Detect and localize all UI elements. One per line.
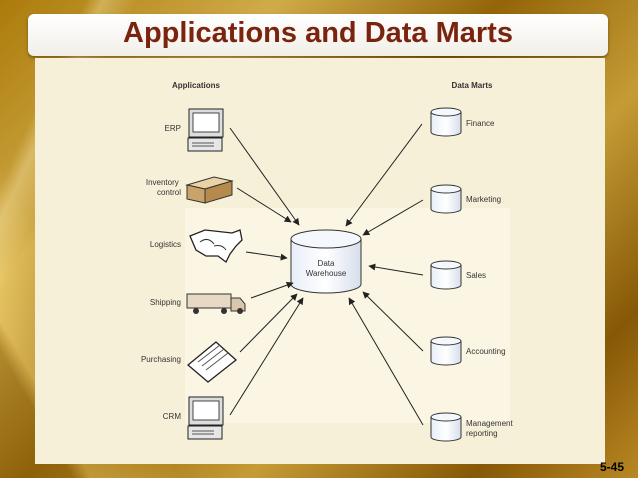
us-map-icon xyxy=(189,229,243,263)
application-label-inventory: Inventory control xyxy=(146,178,181,197)
application-arrows xyxy=(229,127,304,416)
clipboard-icon xyxy=(186,341,238,383)
slide-title: Applications and Data Marts xyxy=(123,17,513,49)
applications-heading: Applications xyxy=(172,81,221,90)
application-label-erp: ERP xyxy=(165,124,181,133)
data-mart-cylinder xyxy=(430,412,462,442)
title-bar: Applications and Data Marts xyxy=(28,14,608,56)
truck-icon xyxy=(186,293,246,314)
arrow-sales xyxy=(368,263,424,276)
arrow-purchasing xyxy=(239,293,298,353)
arrow-finance xyxy=(345,123,423,227)
data-warehouse-cylinder: Data Warehouse xyxy=(290,229,362,294)
application-label-purchasing: Purchasing xyxy=(141,355,181,364)
application-label-logistics: Logistics xyxy=(150,240,181,249)
data-marts-heading: Data Marts xyxy=(452,81,493,90)
data-warehouse-label-line2: Warehouse xyxy=(306,269,347,278)
arrow-marketing xyxy=(362,199,424,236)
data-mart-label-management: Management reporting xyxy=(466,419,515,438)
arrow-shipping xyxy=(250,281,294,299)
arrow-management xyxy=(348,297,424,426)
application-label-shipping: Shipping xyxy=(150,298,181,307)
data-mart-label-sales: Sales xyxy=(466,271,486,280)
data-mart-label-finance: Finance xyxy=(466,119,495,128)
box-icon xyxy=(185,176,234,204)
data-mart-cylinder xyxy=(430,184,462,214)
data-mart-label-accounting: Accounting xyxy=(466,347,506,356)
data-warehouse-label-line1: Data xyxy=(318,259,335,268)
data-mart-label-marketing: Marketing xyxy=(466,195,501,204)
computer-icon xyxy=(187,396,224,440)
data-mart-cylinder xyxy=(430,107,462,137)
arrow-accounting xyxy=(362,291,424,352)
application-label-crm: CRM xyxy=(163,412,182,421)
slide-number: 5-45 xyxy=(599,460,624,474)
arrow-crm xyxy=(229,297,304,416)
computer-icon xyxy=(187,108,224,152)
arrow-inventory xyxy=(236,187,292,223)
arrow-erp xyxy=(229,127,300,226)
data-mart-arrows xyxy=(345,123,424,426)
data-mart-cylinder xyxy=(430,260,462,290)
data-mart-cylinder xyxy=(430,336,462,366)
arrow-logistics xyxy=(245,251,288,261)
